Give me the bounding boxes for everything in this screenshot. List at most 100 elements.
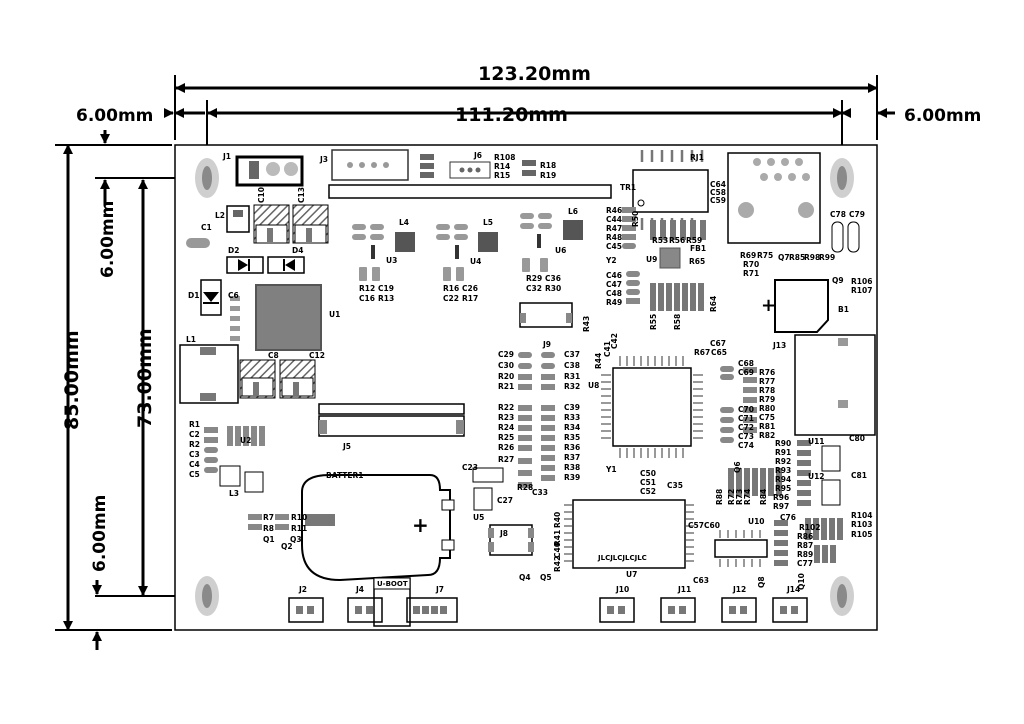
label-j9: J9 [542, 340, 551, 349]
dimension-lines [55, 75, 895, 650]
label-r12: R12 [359, 284, 375, 293]
label-r38: R38 [564, 463, 580, 472]
connector-j10 [599, 597, 635, 623]
resistor-array-east [728, 440, 843, 566]
connector-j4 [347, 597, 383, 623]
label-j1: J1 [222, 152, 231, 161]
label-c5: C5 [189, 470, 200, 479]
label-r106: R106 [851, 277, 872, 286]
label-c12: C12 [309, 351, 325, 360]
label-c8: C8 [268, 351, 279, 360]
label-r96: R96 [773, 493, 789, 502]
label-u8: U8 [588, 381, 599, 390]
label-c44: C44 [606, 215, 622, 224]
right-margin-label: 6.00mm [904, 106, 981, 126]
label-j13: J13 [772, 341, 786, 350]
label-j5: J5 [342, 442, 351, 451]
component-labels: J1 J3 J6 R108 R14 R15 R18 R19 RJ1 TR1 C6… [186, 151, 872, 594]
resistor-stack-right [541, 352, 555, 481]
label-r31: R31 [564, 372, 580, 381]
label-u5: U5 [473, 513, 484, 522]
label-q8: Q8 [757, 576, 766, 588]
diode-d3 [244, 471, 264, 493]
label-r74: R74 [743, 489, 752, 505]
label-r39: R39 [564, 473, 580, 482]
label-r41: R41 [553, 530, 562, 546]
label-c26: C26 [462, 284, 478, 293]
battery-holder-b1 [774, 279, 829, 333]
label-c41: C41 [603, 341, 612, 357]
label-c29: C29 [498, 350, 514, 359]
label-rj1: RJ1 [690, 153, 704, 162]
inductor-l3 [219, 465, 241, 487]
label-j2: J2 [298, 585, 307, 594]
label-c6: C6 [228, 291, 239, 300]
label-r71: R71 [743, 269, 759, 278]
label-c63: C63 [693, 576, 709, 585]
inductor-l6 [563, 220, 583, 240]
label-r43: R43 [582, 316, 591, 332]
label-r37: R37 [564, 453, 580, 462]
label-r14: R14 [494, 162, 510, 171]
label-u11: U11 [808, 437, 825, 446]
label-r13: R13 [378, 294, 394, 303]
label-c50: C50 [640, 469, 656, 478]
passive-group-u3 [352, 224, 384, 281]
label-r50: R50 [631, 211, 640, 227]
label-u4: U4 [470, 257, 481, 266]
label-c47: C47 [606, 280, 622, 289]
label-r2: R2 [189, 440, 200, 449]
label-j12: J12 [732, 585, 746, 594]
label-r28: R28 [517, 483, 533, 492]
bottom-margin-label: 6.00mm [90, 495, 110, 572]
label-j4: J4 [355, 585, 364, 594]
label-r93: R93 [775, 466, 791, 475]
connector-j6 [449, 161, 491, 179]
left-margin-label: 6.00mm [76, 106, 153, 126]
label-q10: Q10 [797, 573, 806, 590]
fpc-connector-j5 [318, 403, 465, 437]
label-c16: C16 [359, 294, 375, 303]
sd-card-j13 [794, 334, 876, 436]
label-r98: R98 [804, 253, 820, 262]
diode-d2 [226, 256, 264, 274]
label-r58: R58 [673, 314, 682, 330]
diode-d4 [267, 256, 305, 274]
label-c52: C52 [640, 487, 656, 496]
label-r59: R59 [686, 236, 702, 245]
label-c22: C22 [443, 294, 459, 303]
label-c80: C80 [849, 434, 865, 443]
capacitor-c12 [279, 359, 316, 399]
label-u10: U10 [748, 517, 765, 526]
label-c23: C23 [462, 463, 478, 472]
inductor-l1 [179, 344, 239, 404]
label-q3: Q3 [290, 535, 302, 544]
label-r108: R108 [494, 153, 515, 162]
label-r76: R76 [759, 368, 775, 377]
mcu-u8 [601, 356, 703, 458]
chip-u9 [659, 247, 681, 269]
label-r11: R11 [291, 524, 307, 533]
coin-cell-batter1 [301, 474, 455, 582]
overall-width-label: 123.20mm [478, 63, 591, 85]
label-r88: R88 [715, 489, 724, 505]
label-j14: J14 [786, 585, 800, 594]
label-r47: R47 [606, 224, 622, 233]
label-c81: C81 [851, 471, 867, 480]
label-c69: C69 [738, 368, 754, 377]
label-r36: R36 [564, 443, 580, 452]
top-margin-label: 6.00mm [98, 201, 118, 278]
chip-u5 [473, 487, 493, 511]
label-r35: R35 [564, 433, 580, 442]
connector-j2 [288, 597, 324, 623]
label-u-boot: U-BOOT [377, 580, 408, 588]
label-r27: R27 [498, 455, 514, 464]
label-q7: Q7 [778, 253, 790, 262]
capacitor-c13 [292, 204, 329, 244]
label-c40: C40 [553, 542, 562, 558]
label-r21: R21 [498, 382, 514, 391]
label-c78: C78 [830, 210, 846, 219]
label-c35: C35 [667, 481, 683, 490]
label-r18: R18 [540, 161, 556, 170]
chip-u10 [714, 530, 768, 567]
